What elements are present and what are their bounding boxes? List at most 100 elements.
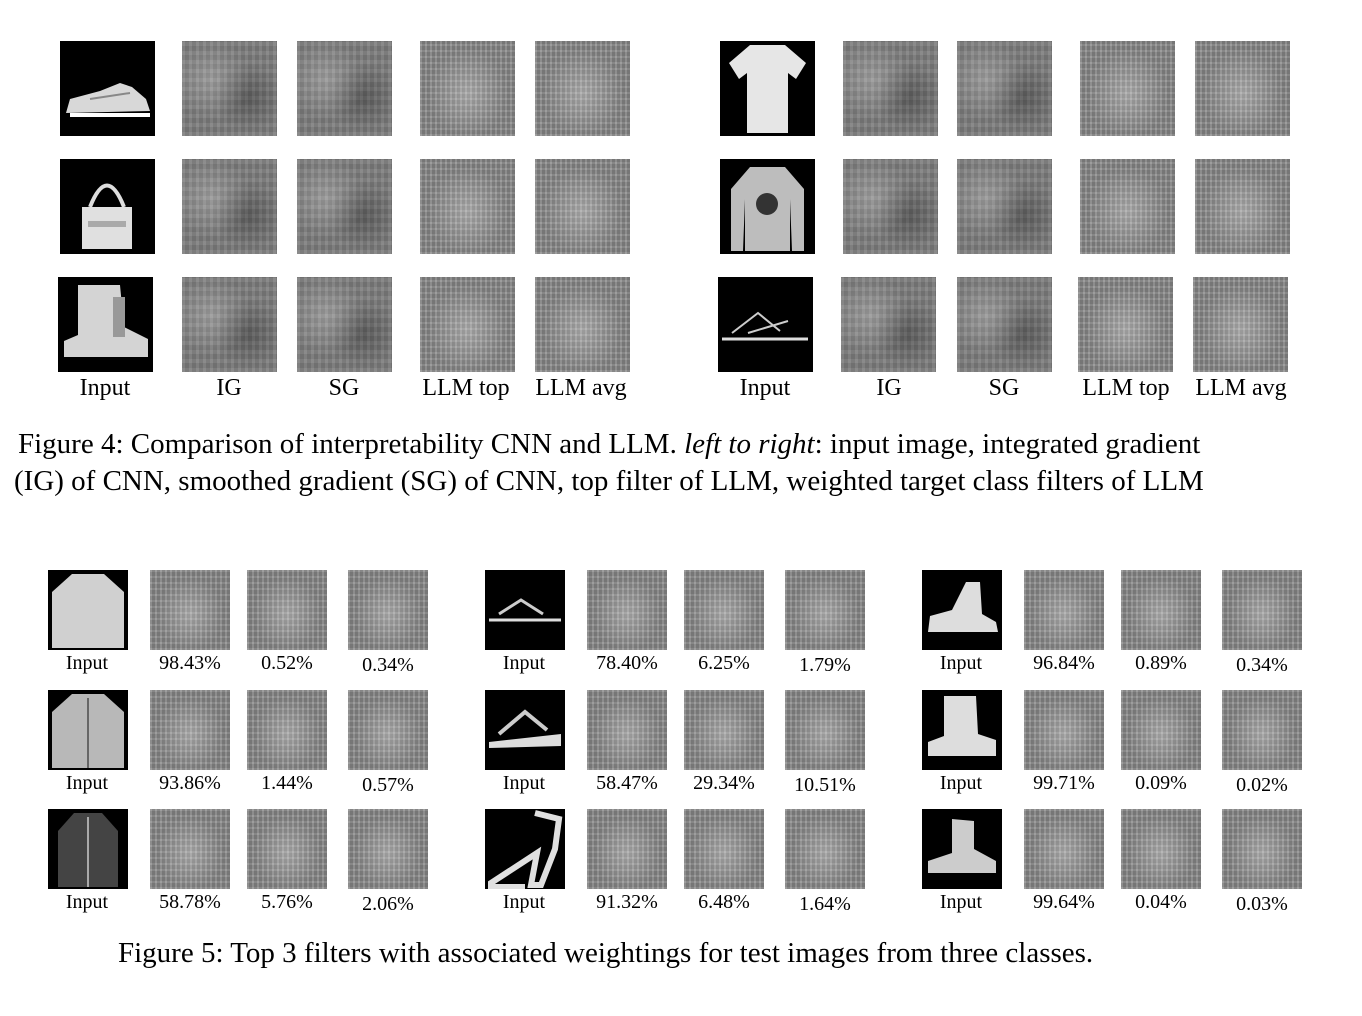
input-image-bag (60, 159, 155, 254)
filter-3 (785, 809, 865, 889)
filter-2 (1121, 809, 1201, 889)
input-label: Input (65, 772, 109, 794)
input-image-sneaker (60, 41, 155, 136)
llm-top-map (420, 159, 515, 254)
weight-label: 98.43% (159, 652, 221, 674)
weight-label: 0.52% (261, 652, 313, 674)
weight-label: 58.78% (159, 891, 221, 913)
weight-label: 96.84% (1033, 652, 1095, 674)
input-image-sandal (485, 690, 565, 770)
input-image-coat (48, 690, 128, 770)
filter-2 (684, 690, 764, 770)
column-label-input: Input (79, 375, 131, 401)
filter-1 (1024, 809, 1104, 889)
filter-3 (785, 570, 865, 650)
weight-label: 1.64% (799, 893, 851, 915)
input-image-jacket (48, 570, 128, 650)
input-label: Input (502, 891, 546, 913)
llm-top-map (420, 277, 515, 372)
ig-map (843, 41, 938, 136)
llm-avg-map (535, 41, 630, 136)
filter-2 (247, 690, 327, 770)
column-label-ig: IG (216, 375, 242, 401)
weight-label: 1.44% (261, 772, 313, 794)
caption-rest: : input image, integrated gradient (814, 428, 1201, 460)
input-label: Input (939, 891, 983, 913)
filter-2 (1121, 570, 1201, 650)
input-image-dark-coat (48, 809, 128, 889)
input-image-tshirt (720, 41, 815, 136)
weight-label: 58.47% (596, 772, 658, 794)
filter-1 (587, 690, 667, 770)
filter-1 (1024, 570, 1104, 650)
input-image-sandal (485, 570, 565, 650)
input-image-sneaker (922, 570, 1002, 650)
input-label: Input (502, 772, 546, 794)
llm-avg-map (1195, 159, 1290, 254)
column-label-llm-avg: LLM avg (535, 375, 627, 401)
weight-label: 99.71% (1033, 772, 1095, 794)
input-image-boot (58, 277, 153, 372)
ig-map (182, 277, 277, 372)
weight-label: 0.04% (1135, 891, 1187, 913)
input-label: Input (939, 772, 983, 794)
input-image-sandal (718, 277, 813, 372)
figure-5-caption: Figure 5: Top 3 filters with associated … (118, 937, 1094, 969)
ig-map (182, 159, 277, 254)
llm-top-map (1078, 277, 1173, 372)
weight-label: 0.02% (1236, 774, 1288, 796)
input-label: Input (939, 652, 983, 674)
llm-top-map (420, 41, 515, 136)
column-label-sg: SG (328, 375, 360, 401)
weight-label: 78.40% (596, 652, 658, 674)
filter-3 (348, 690, 428, 770)
input-label: Input (65, 891, 109, 913)
ig-map (843, 159, 938, 254)
filter-2 (247, 809, 327, 889)
figure-4-caption: Figure 4: Comparison of interpretability… (18, 426, 1348, 463)
column-label-ig: IG (876, 375, 902, 401)
llm-avg-map (1195, 41, 1290, 136)
sg-map (957, 277, 1052, 372)
column-label-llm-top: LLM top (422, 375, 510, 401)
filter-2 (247, 570, 327, 650)
column-label-llm-top: LLM top (1082, 375, 1170, 401)
filter-1 (150, 809, 230, 889)
column-label-sg: SG (988, 375, 1020, 401)
weight-label: 1.79% (799, 654, 851, 676)
filter-3 (785, 690, 865, 770)
filter-2 (684, 809, 764, 889)
llm-avg-map (535, 159, 630, 254)
weight-label: 0.57% (362, 774, 414, 796)
filter-1 (150, 690, 230, 770)
filter-2 (684, 570, 764, 650)
sg-map (957, 159, 1052, 254)
weight-label: 10.51% (794, 774, 856, 796)
weight-label: 99.64% (1033, 891, 1095, 913)
ig-map (182, 41, 277, 136)
input-image-ankle-boot (922, 809, 1002, 889)
weight-label: 2.06% (362, 893, 414, 915)
filter-1 (1024, 690, 1104, 770)
ig-map (841, 277, 936, 372)
weight-label: 0.34% (1236, 654, 1288, 676)
weight-label: 93.86% (159, 772, 221, 794)
filter-1 (150, 570, 230, 650)
weight-label: 6.48% (698, 891, 750, 913)
weight-label: 0.03% (1236, 893, 1288, 915)
filter-3 (1222, 690, 1302, 770)
weight-label: 5.76% (261, 891, 313, 913)
filter-3 (348, 570, 428, 650)
input-label: Input (65, 652, 109, 674)
input-image-pullover (720, 159, 815, 254)
filter-1 (587, 570, 667, 650)
column-label-llm-avg: LLM avg (1195, 375, 1287, 401)
weight-label: 91.32% (596, 891, 658, 913)
llm-top-map (1080, 159, 1175, 254)
weight-label: 0.34% (362, 654, 414, 676)
llm-avg-map (1193, 277, 1288, 372)
sg-map (957, 41, 1052, 136)
weight-label: 0.89% (1135, 652, 1187, 674)
filter-3 (348, 809, 428, 889)
weight-label: 0.09% (1135, 772, 1187, 794)
